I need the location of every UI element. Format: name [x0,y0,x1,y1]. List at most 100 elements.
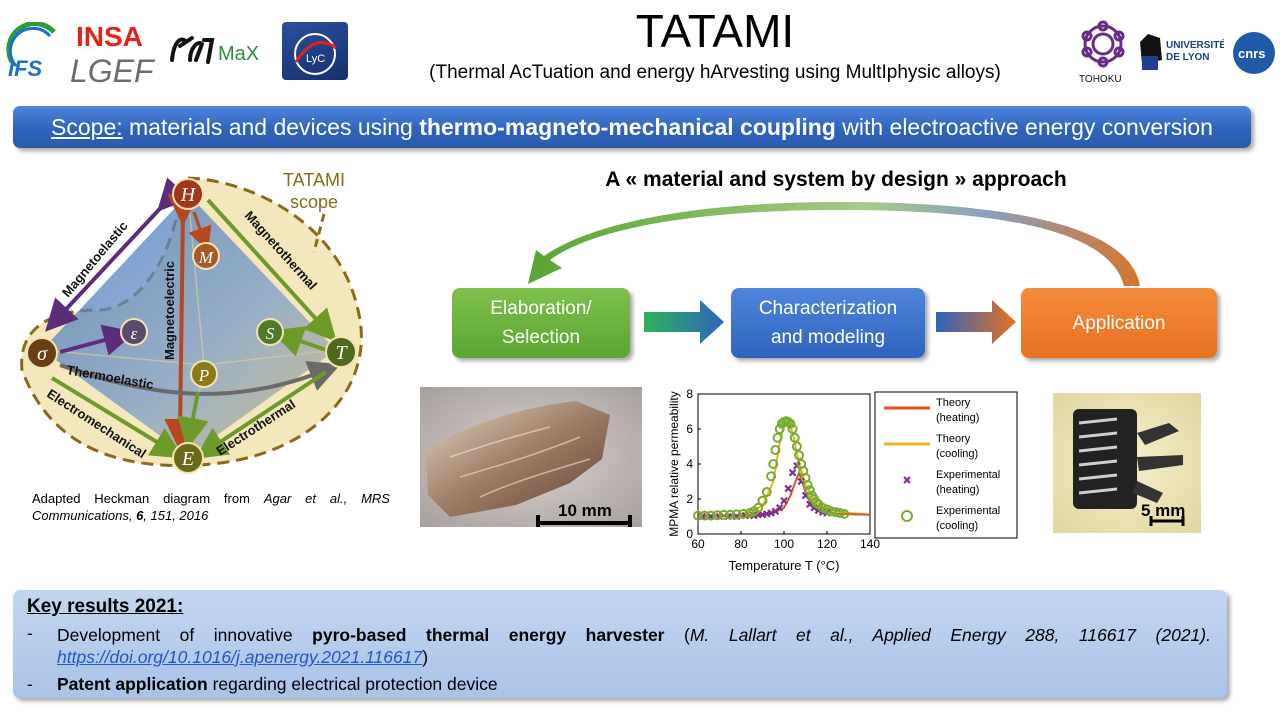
data-point-cooling [789,432,800,443]
caption-authors: Agar et al., [263,491,348,506]
node-h: H [180,184,197,206]
key-result-1-dash: - [27,623,33,643]
data-point-cooling [705,510,716,521]
data-point-cooling [785,418,796,429]
heckman-diagram: Magnetoelastic Magnetoelectric Magnetoth… [20,170,363,474]
udl-logo-line2: DE LYON [1166,52,1210,63]
elytmax-logo-text: MaX [218,43,259,65]
x-tick-label: 140 [860,537,880,551]
key-result-1-bold: pyro-based thermal energy harvester [312,625,665,645]
caption-prefix: Adapted Heckman diagram from [32,491,250,506]
x-tick-label: 60 [691,537,705,551]
electromechanical-arrow [50,376,184,459]
tatami-scope-label-line1: TATAMI [283,170,345,190]
data-point-cooling [757,495,768,506]
data-point-heating [775,503,784,512]
cnrs-logo: cnrs [1233,32,1275,74]
legend-label-line1: Theory [936,433,971,445]
y-tick-label: 4 [686,457,693,471]
x-tick-label: 120 [817,537,837,551]
approach-title: A « material and system by design » appr… [605,168,1067,191]
step-elaboration-line1: Elaboration/ [490,298,592,319]
page-subtitle: (Thermal AcTuation and energy hArvesting… [429,62,1001,83]
universite-de-lyon-logo: UNIVERSITÉ DE LYON [1140,34,1224,70]
elytmax-logo: MaX [170,36,259,65]
svg-text:LyC: LyC [306,53,325,65]
magnetoelastic-arrow [45,177,191,332]
key-results-title: Key results 2021: [27,596,184,617]
magnetoelectric-label: Magnetoelectric [162,261,177,360]
data-point-cooling [699,510,710,521]
device-scale-label: 5 mm [1141,501,1186,520]
y-tick-label: 2 [686,492,693,506]
step-elaboration-line2: Selection [501,327,581,348]
node-t: T [335,342,348,364]
insa-lgef-logo: INSA LGEF [70,21,156,88]
legend-label-line1: Experimental [936,469,1000,481]
tohoku-logo-text: TOHOKU [1079,74,1122,85]
foil-sample-photo [420,387,642,527]
ifs-logo-text: IFS [8,56,43,81]
page-title: TATAMI [635,5,795,57]
legend-label-line2: (cooling) [936,448,978,460]
data-point-cooling [802,480,813,490]
lyc-logo: LyC [282,22,348,80]
data-point-cooling [693,510,703,521]
cnrs-logo-text: cnrs [1238,46,1265,61]
data-point-cooling [787,424,798,434]
legend-label-line1: Experimental [936,505,1000,517]
step-elaboration-selection: Elaboration/Selection [452,288,630,358]
key-result-2-bold: Patent application [57,674,208,694]
data-point-heating [788,468,797,477]
scope-text-before: materials and devices using [129,113,413,140]
data-point-cooling [731,509,742,520]
legend-label-line2: (heating) [936,484,979,496]
chart-x-axis-label: Temperature T (°C) [729,558,840,573]
magnetothermal-arrow [206,198,337,342]
data-point-cooling [770,445,781,455]
data-point-cooling [794,450,805,461]
step-characterization-modeling: Characterization and modeling [731,288,925,358]
node-p: P [198,366,209,385]
step-application: Application [1021,288,1217,358]
data-point-heating [767,509,775,517]
arrow-char-to-app [936,300,1016,344]
key-result-2-suffix: regarding electrical protection device [212,674,498,694]
tatami-scope-label-line2: scope [290,192,338,212]
caption-volume: 6 [136,508,144,523]
data-point-cooling [774,424,785,434]
data-point-cooling [768,459,779,469]
ifs-logo: IFS [6,22,56,81]
data-point-cooling [725,509,736,520]
lyc-emblem-icon: LyC [294,33,337,75]
legend-label-line2: (heating) [936,412,979,424]
caption-journal: MRS Communications [32,491,390,523]
key-result-2-dash: - [27,674,33,694]
step-characterization-line2: and modeling [770,327,886,348]
node-s: S [266,324,275,343]
node-sigma: σ [37,343,48,365]
data-point-cooling [772,432,783,443]
key-result-1-prefix: Development of innovative [57,625,293,645]
data-point-cooling [712,510,723,521]
legend-label-line1: Theory [936,397,971,409]
data-point-cooling [791,441,802,452]
chart-legend [874,391,1018,539]
y-tick-label: 6 [686,422,693,436]
data-point-cooling [839,508,850,519]
key-result-1-ref: M. Lallart et al., Applied Energy 288, 1… [689,625,1211,645]
y-tick-label: 8 [686,387,693,401]
data-point-cooling [766,471,777,482]
data-point-cooling [811,497,822,508]
chart-y-axis-label: MPMA relative permeability [667,391,681,536]
data-point-cooling [804,485,815,496]
step-application-label: Application [1072,312,1166,334]
heckman-caption: Adapted Heckman diagram from Agar et al.… [32,491,390,523]
approach-flow-arrows [528,202,1140,344]
device-photo [1053,393,1201,533]
data-point-cooling [718,509,729,520]
doi-link[interactable]: https://doi.org/10.1016/j.apenergy.2021.… [57,647,423,667]
node-e: E [181,448,194,470]
step-characterization-line1: Characterization [758,298,898,319]
